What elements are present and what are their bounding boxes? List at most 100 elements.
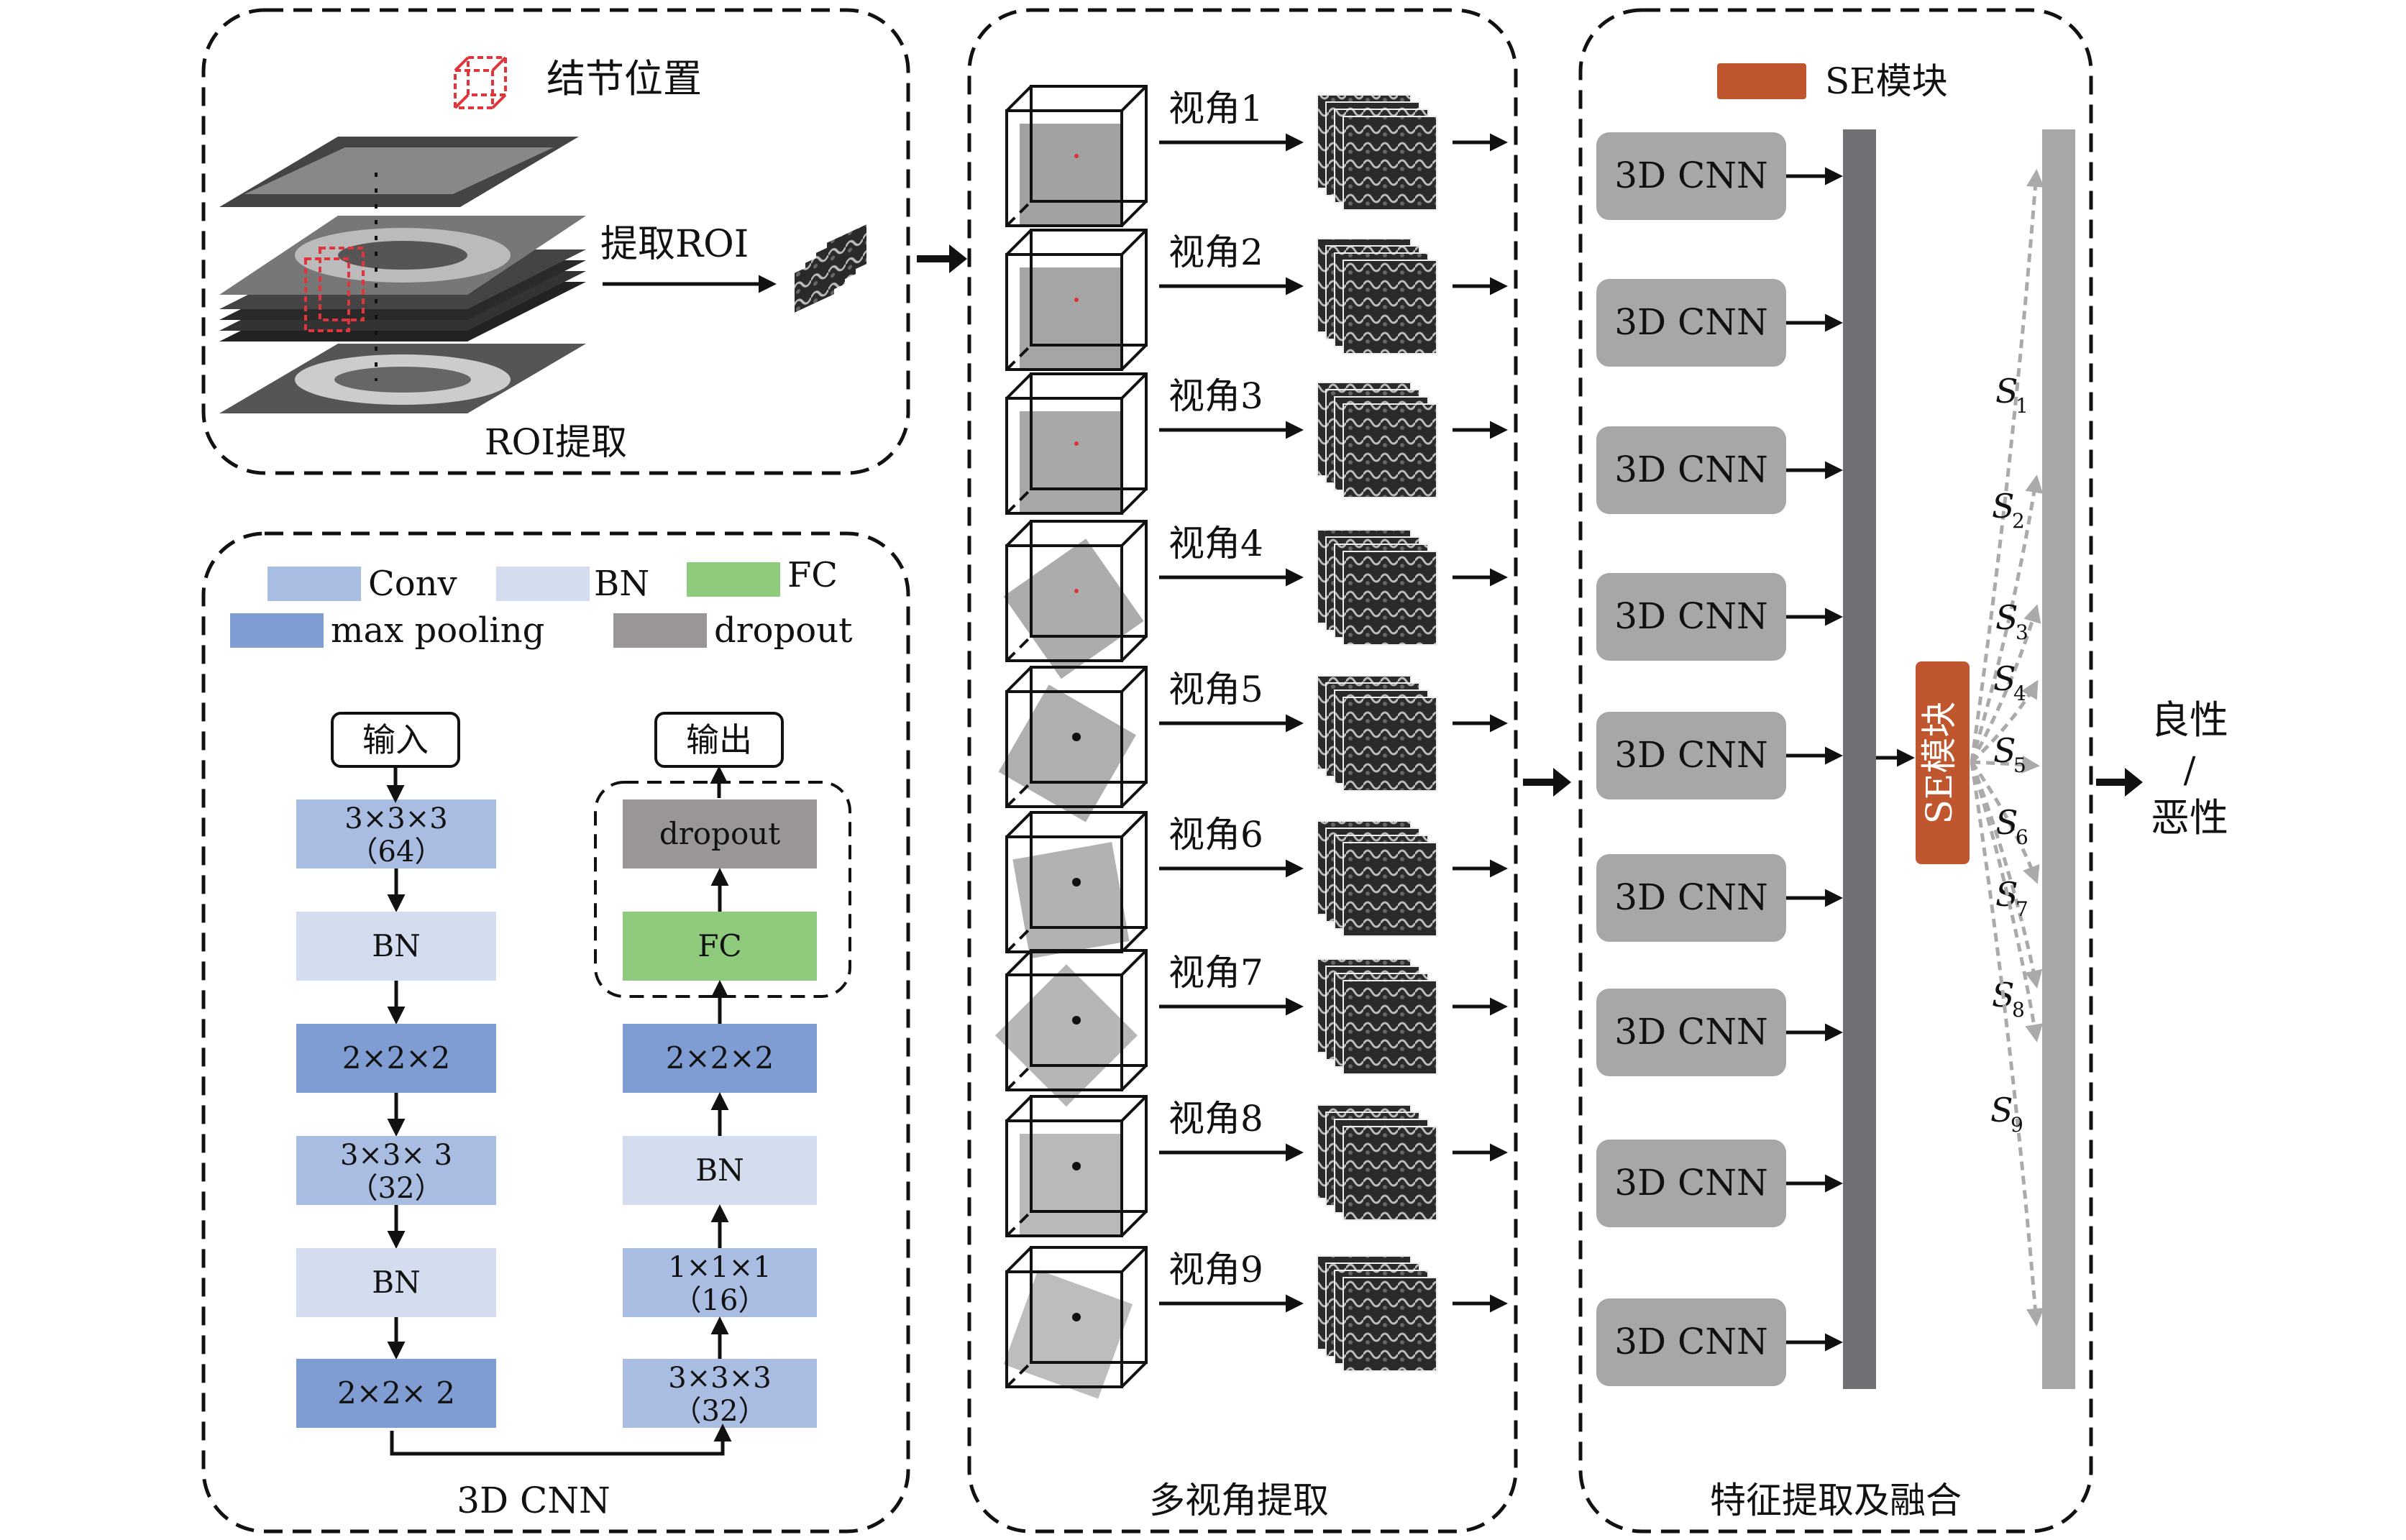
fusion-3d-cnn-3-label: 3D CNN [1614,449,1768,490]
view-8-label: 视角8 [1168,1098,1263,1140]
s-weight-6-label: S [1995,803,2018,842]
cnn-left-column: 3×3×3（64）BN2×2×23×3× 3（32）BN2×2× 2 [296,799,496,1428]
multiview-caption: 多视角提取 [1149,1480,1329,1521]
view-8-plane [1020,1134,1120,1234]
s-weight-2-subscript: 2 [2012,509,2025,533]
s-weight-4-subscript: 4 [2013,682,2026,705]
view-6: 视角6 [1005,811,1508,959]
right-layer-6 [623,1359,817,1428]
view-8: 视角8 [1005,1095,1508,1237]
view-1-patch-4 [1342,116,1437,211]
view-5-label: 视角5 [1168,669,1263,710]
s-weight-3-subscript: 3 [2016,620,2028,644]
right-layer-2-label: FC [697,928,741,963]
s-weight-6: S6 [1970,761,2040,884]
view-4: 视角4 [1003,520,1508,679]
view-1-plane [1020,124,1120,224]
left-layer-4-line1: 3×3× 3 [340,1139,452,1172]
concat-bar [1843,129,1876,1389]
left-layer-3 [296,1024,496,1093]
benign-label: 良性 [2151,697,2228,743]
s-weight-3-label: S [1995,598,2018,637]
view-3-patch-4 [1342,403,1437,498]
fusion-3d-cnn-1-label: 3D CNN [1614,155,1768,196]
view-9-label: 视角9 [1168,1249,1263,1291]
right-layer-1 [623,799,817,868]
s-weight-1-label: S [1995,372,2018,411]
fusion-3d-cnn-7-label: 3D CNN [1614,1011,1768,1053]
view-5-plane [998,684,1136,822]
left-layer-5-label: BN [372,1265,421,1300]
left-layer-2-label: BN [372,928,421,963]
view-5-patch-4 [1342,697,1437,792]
left-layer-6-label: 2×2× 2 [337,1375,455,1411]
left-layer-6 [296,1359,496,1428]
right-layer-4 [623,1136,817,1205]
fusion-3d-cnn-5-label: 3D CNN [1614,734,1768,776]
view-9-patch-4 [1342,1277,1437,1372]
cnn-panel: Conv BN FC max pooling dropout 输入 输出 3×3… [201,531,910,1534]
right-layer-5-line1: 1×1×1 [668,1251,771,1284]
legend-bn: BN [594,564,649,604]
right-layer-1-label: dropout [659,816,780,851]
views-to-fusion-arrow [1523,768,1571,797]
se-legend-label: SE模块 [1825,60,1948,102]
right-layer-3-label: 2×2×2 [666,1040,774,1076]
legend-bn-swatch [496,567,590,601]
fusion-3d-cnn-6: 3D CNN [1596,854,1843,942]
scaled-bar [2042,129,2075,1389]
view-2-patch-4 [1342,260,1437,354]
view-2-label: 视角2 [1168,232,1263,273]
left-layer-4 [296,1136,496,1205]
fusion-3d-cnn-5: 3D CNN [1596,712,1843,799]
se-module-label: SE模块 [1918,702,1960,825]
legend-conv: Conv [368,564,457,604]
legend-dropout: dropout [714,610,852,651]
fusion-3d-cnn-2: 3D CNN [1596,279,1843,367]
legend-fc: FC [787,555,838,595]
view-1-label: 视角1 [1168,88,1263,129]
input-label: 输入 [362,720,429,759]
view-7-plane [994,964,1138,1107]
fusion-3d-cnn-6-label: 3D CNN [1614,876,1768,918]
se-legend-swatch [1717,63,1806,99]
output-label: 输出 [686,720,752,759]
view-4-plane [1003,538,1144,679]
view-7: 视角7 [994,949,1508,1107]
fusion-3d-cnn-8-label: 3D CNN [1614,1162,1768,1204]
left-layer-1-line2: （64） [349,835,444,868]
view-6-label: 视角6 [1168,814,1263,856]
fusion-3d-cnn-9: 3D CNN [1596,1298,1843,1386]
s-weight-5-subscript: 5 [2013,753,2026,777]
roi-patch-stack [795,224,866,313]
view-6-patch-4 [1342,842,1437,937]
fusion-3d-cnn-2-label: 3D CNN [1614,301,1768,343]
left-layer-2 [296,912,496,981]
right-layer-5 [623,1248,817,1317]
roi-caption: ROI提取 [485,421,627,463]
fusion-3d-cnn-4-label: 3D CNN [1614,595,1768,637]
legend-conv-swatch [267,567,361,601]
right-layer-6-line1: 3×3×3 [668,1362,771,1395]
s-weight-1-subscript: 1 [2016,394,2028,418]
legend-max-pooling: max pooling [331,610,544,651]
s-weight-2-label: S [1992,487,2015,526]
fusion-3d-cnn-9-label: 3D CNN [1614,1321,1768,1362]
view-4-patch-4 [1342,551,1437,646]
view-6-plane [1012,842,1130,959]
fusion-caption: 特征提取及融合 [1710,1480,1962,1521]
roi-panel: 结节位置 提取ROI ROI提取 [201,8,910,475]
view-9: 视角9 [1003,1246,1508,1399]
s-weight-7-subscript: 7 [2016,897,2028,921]
legend-fc-swatch [687,562,780,597]
fusion-to-result-arrow [2096,768,2143,797]
s-weight-9-label: S [1990,1091,2013,1129]
fusion-3d-cnn-4: 3D CNN [1596,573,1843,661]
view-3-plane [1020,411,1120,512]
fusion-3d-cnn-8: 3D CNN [1596,1140,1843,1227]
malignant-label: 恶性 [2151,795,2228,840]
s-weight-9: S9 [1970,761,2044,1326]
left-layer-1 [296,799,496,868]
